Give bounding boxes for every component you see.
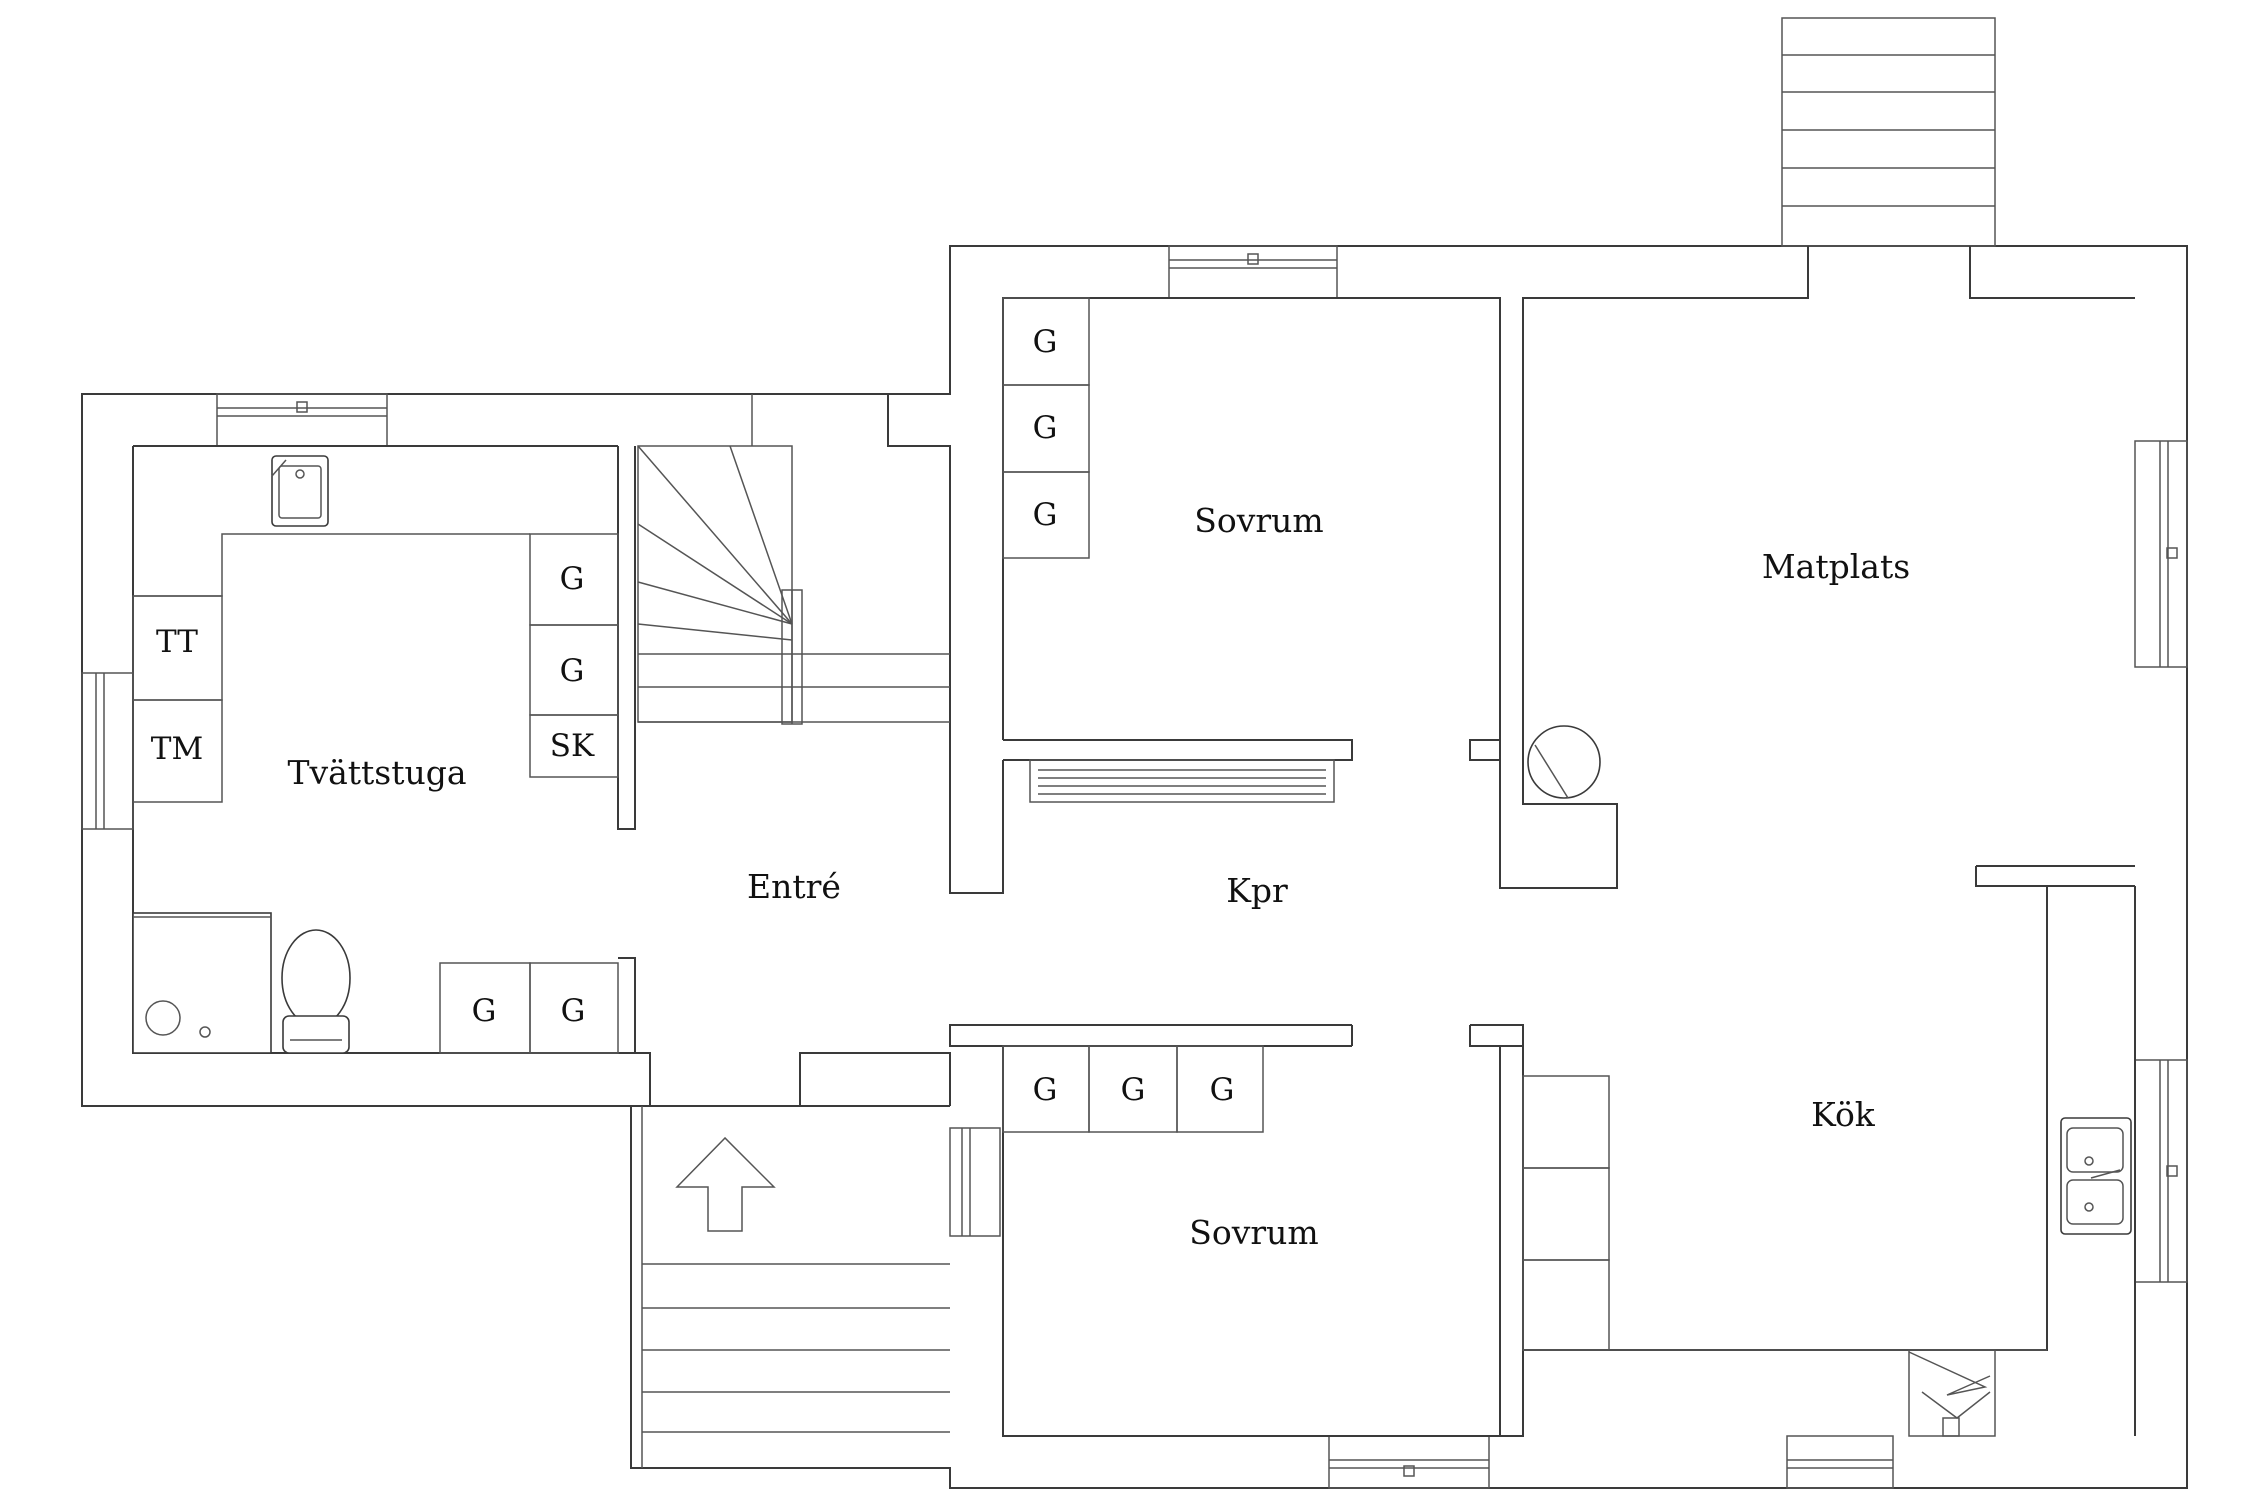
radiator — [1029, 759, 1335, 803]
wardrobe-label: G — [560, 561, 585, 597]
window-bedroom-top — [1168, 245, 1338, 299]
window-laundry-west — [81, 672, 134, 830]
window-hall-side — [949, 1127, 1001, 1237]
room-label-dining: Matplats — [1762, 547, 1910, 586]
room-label-bedroom-top: Sovrum — [1194, 501, 1323, 540]
staircase — [637, 394, 950, 725]
interior-walls — [133, 246, 2136, 1437]
wardrobe-label: G — [1033, 497, 1058, 533]
hall-cabinets — [439, 962, 619, 1054]
room-label-bedroom-bottom: Sovrum — [1189, 1213, 1318, 1252]
kitchen-counter — [1522, 1075, 2047, 1351]
tumble-dryer-label: TT — [156, 624, 198, 660]
room-label-corridor: Kpr — [1226, 871, 1288, 910]
wardrobe-label: G — [1121, 1072, 1146, 1108]
entry-arrow-icon — [675, 1136, 776, 1232]
window-kitchen — [2134, 1059, 2188, 1283]
outer-walls — [81, 245, 2188, 1489]
laundry-cabinets — [529, 533, 619, 778]
wardrobe-label: G — [561, 993, 586, 1029]
wardrobe-label: G — [1210, 1072, 1235, 1108]
wardrobe-label: G — [1033, 1072, 1058, 1108]
wardrobe-label: G — [560, 653, 585, 689]
room-label-hall: Entré — [747, 867, 841, 906]
rear-steps — [1781, 17, 1996, 247]
bedroom-top-wardrobes — [1002, 297, 1090, 559]
kitchen-sink[interactable] — [2060, 1117, 2132, 1235]
room-label-laundry: Tvättstuga — [287, 753, 466, 792]
window-bedroom-bottom — [1328, 1435, 1490, 1489]
washing-machine-label: TM — [151, 731, 203, 767]
wardrobe-label: G — [472, 993, 497, 1029]
shower[interactable] — [132, 912, 272, 1054]
window-laundry — [216, 393, 388, 447]
entrance-steps — [641, 1106, 950, 1468]
laundry-counter — [132, 455, 530, 803]
room-label-kitchen: Kök — [1811, 1095, 1876, 1134]
windows — [81, 245, 2188, 1489]
window-dining — [2134, 440, 2188, 668]
wood-stove[interactable] — [1527, 725, 1601, 799]
range-hood — [1908, 1349, 1996, 1437]
wardrobe-label: G — [1033, 410, 1058, 446]
wardrobe-label: G — [1033, 324, 1058, 360]
bedroom-bottom-wardrobes — [1002, 1045, 1264, 1133]
drying-cabinet-label: SK — [550, 728, 595, 764]
window-kitchen-bottom — [1786, 1435, 1894, 1489]
toilet[interactable] — [281, 929, 351, 1054]
